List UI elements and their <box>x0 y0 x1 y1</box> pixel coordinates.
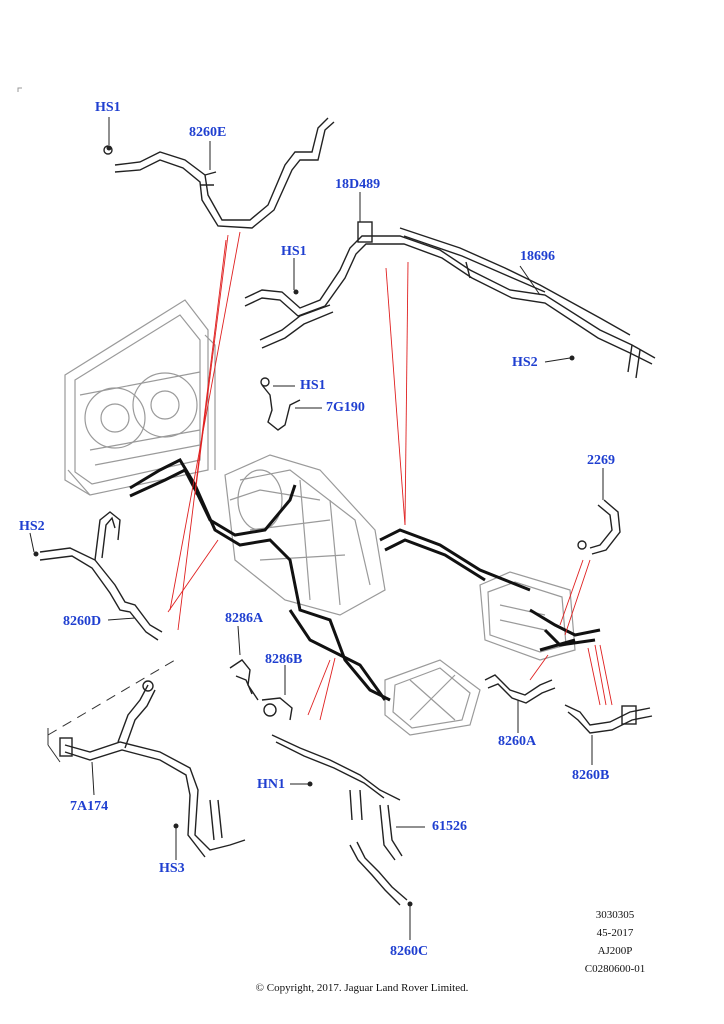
callout-hs3: HS3 <box>159 861 185 876</box>
callout-7g190: 7G190 <box>326 400 365 415</box>
red-reference-lines <box>167 231 613 721</box>
hose-8286 <box>229 659 293 721</box>
inverter-module <box>479 571 576 661</box>
pipe-61526 <box>271 734 403 861</box>
callout-8260e: 8260E <box>189 125 227 140</box>
assembled-hoses <box>129 458 601 702</box>
hose-8260b <box>564 704 653 734</box>
callout-8260c: 8260C <box>390 944 429 959</box>
callout-18696: 18696 <box>520 249 555 264</box>
reference-code-4: C0280600-01 <box>584 963 646 975</box>
callout-8260b: 8260B <box>572 768 610 783</box>
fasteners <box>33 145 575 907</box>
callout-hs1-bracket: HS1 <box>300 378 326 393</box>
callout-8286b: 8286B <box>265 652 303 667</box>
callout-hs2-right: HS2 <box>512 355 538 370</box>
hose-2269 <box>577 499 621 555</box>
pipe-7a174 <box>59 680 246 858</box>
reference-code-1: 3030305 <box>595 909 635 921</box>
bracket-7g190 <box>260 377 301 431</box>
dashed-frame <box>47 659 176 736</box>
callout-61526: 61526 <box>432 819 467 834</box>
callout-hs1-top: HS1 <box>95 100 121 115</box>
callout-7a174: 7A174 <box>70 799 109 814</box>
callout-hs2-left: HS2 <box>19 519 45 534</box>
reference-code-2: 45-2017 <box>596 927 634 939</box>
hose-8260c <box>349 841 408 906</box>
reference-code-3: AJ200P <box>597 945 633 957</box>
callout-hs1-mid: HS1 <box>281 244 307 259</box>
transmission <box>224 454 386 616</box>
radiator-fan-assembly <box>64 299 216 496</box>
callout-8260a: 8260A <box>498 734 537 749</box>
hose-8260a <box>484 674 556 704</box>
leader-lines <box>29 117 604 940</box>
callout-8260d: 8260D <box>63 614 102 629</box>
callout-8286a: 8286A <box>225 611 264 626</box>
callout-18d489: 18D489 <box>335 177 381 192</box>
hose-18696 <box>244 221 656 379</box>
frame-bracket <box>47 728 61 763</box>
callout-2269: 2269 <box>587 453 615 468</box>
copyright-notice: © Copyright, 2017. Jaguar Land Rover Lim… <box>255 982 469 994</box>
callout-hn1: HN1 <box>257 777 285 792</box>
hose-8260d <box>39 511 163 641</box>
battery-tray <box>384 659 481 736</box>
